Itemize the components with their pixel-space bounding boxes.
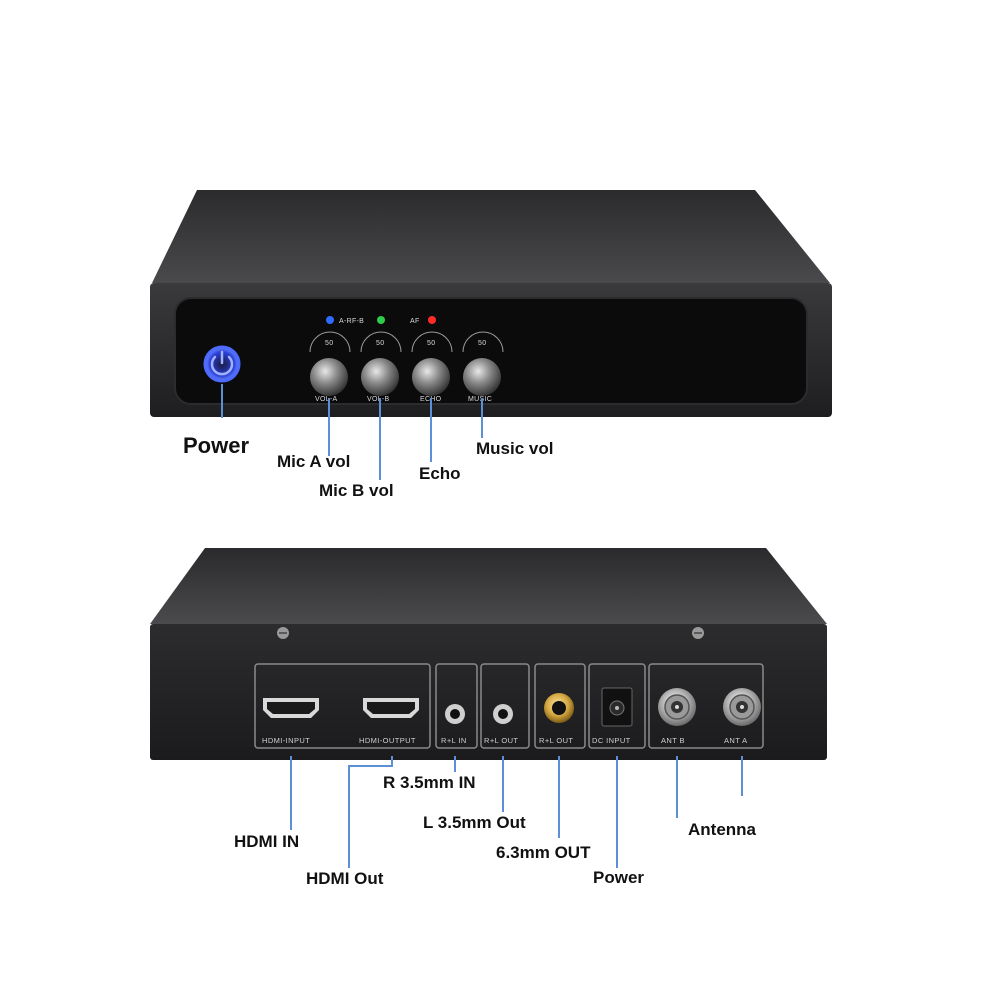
screw-right: [692, 627, 704, 639]
knob-vol-a[interactable]: 50 VOL-A: [309, 331, 351, 403]
led-af: [428, 316, 436, 324]
callout-power-front: Power: [183, 433, 250, 458]
rear-chassis-top: [150, 548, 827, 624]
callout-63-out: 6.3mm OUT: [496, 843, 591, 862]
callout-echo: Echo: [419, 464, 461, 483]
power-icon: [210, 355, 234, 376]
af-label: AF: [410, 318, 420, 325]
knob-vol-b[interactable]: 50 VOL-B: [360, 331, 402, 403]
svg-text:50: 50: [478, 340, 486, 347]
hdmi-output-port[interactable]: [363, 698, 419, 718]
rear-view: HDMI-INPUT HDMI-OUTPUT R+L IN R+L OUT R+…: [150, 548, 827, 868]
ant-b-connector[interactable]: [658, 688, 696, 726]
callout-hdmi-in: HDMI IN: [234, 832, 300, 851]
jack-rl-in[interactable]: [445, 704, 465, 724]
label-rl-in: R+L IN: [441, 736, 467, 745]
callout-l-out: L 3.5mm Out: [423, 813, 526, 832]
dc-frame: [588, 663, 646, 749]
callout-r-in: R 3.5mm IN: [383, 773, 476, 792]
power-button[interactable]: [203, 345, 241, 383]
knob-label: MUSIC: [468, 396, 492, 403]
knob: [310, 358, 348, 396]
led-rf-b: [377, 316, 385, 324]
label-hdmi-output: HDMI-OUTPUT: [359, 736, 416, 745]
knob: [361, 358, 399, 396]
jack-rl-out-63[interactable]: [544, 693, 574, 723]
callout-music: Music vol: [476, 439, 554, 458]
rear-chassis-face: [150, 624, 827, 760]
label-ant-a: ANT A: [724, 736, 748, 745]
rf-label: A-RF-B: [339, 318, 364, 325]
leader-hdmi-out: [348, 756, 393, 868]
callout-mic-a: Mic A vol: [277, 452, 351, 471]
callout-hdmi-out: HDMI Out: [306, 869, 384, 888]
dc-input-port[interactable]: [601, 687, 633, 727]
ant-frame: [648, 663, 764, 749]
rl-in-frame: [435, 663, 478, 749]
hdmi-input-port[interactable]: [263, 698, 319, 718]
led-rf-a: [326, 316, 334, 324]
knob-label: VOL-B: [367, 396, 390, 403]
jack-rl-out-35[interactable]: [493, 704, 513, 724]
label-ant-b: ANT B: [661, 736, 685, 745]
label-dc-input: DC INPUT: [592, 736, 631, 745]
label-rl-out-35: R+L OUT: [484, 736, 518, 745]
knob-label: VOL-A: [315, 396, 338, 403]
svg-text:50: 50: [427, 340, 435, 347]
ant-a-connector[interactable]: [723, 688, 761, 726]
front-chassis-top: [152, 190, 830, 283]
label-rl-out-63: R+L OUT: [539, 736, 573, 745]
knob: [412, 358, 450, 396]
callout-mic-b: Mic B vol: [319, 481, 394, 500]
hdmi-frame: [254, 663, 431, 749]
front-view: A-RF-B AF 50 VOL-A 50 VOL-B 50 ECHO 50 M…: [150, 190, 832, 480]
callout-antenna: Antenna: [688, 820, 756, 839]
rl-out-35-frame: [480, 663, 530, 749]
rl-out-63-frame: [534, 663, 586, 749]
screw-left: [277, 627, 289, 639]
callout-power-rear: Power: [593, 868, 645, 887]
svg-text:50: 50: [325, 340, 333, 347]
knob-music[interactable]: 50 MUSIC: [462, 331, 504, 403]
knob: [463, 358, 501, 396]
label-hdmi-input: HDMI-INPUT: [262, 736, 310, 745]
svg-text:50: 50: [376, 340, 384, 347]
